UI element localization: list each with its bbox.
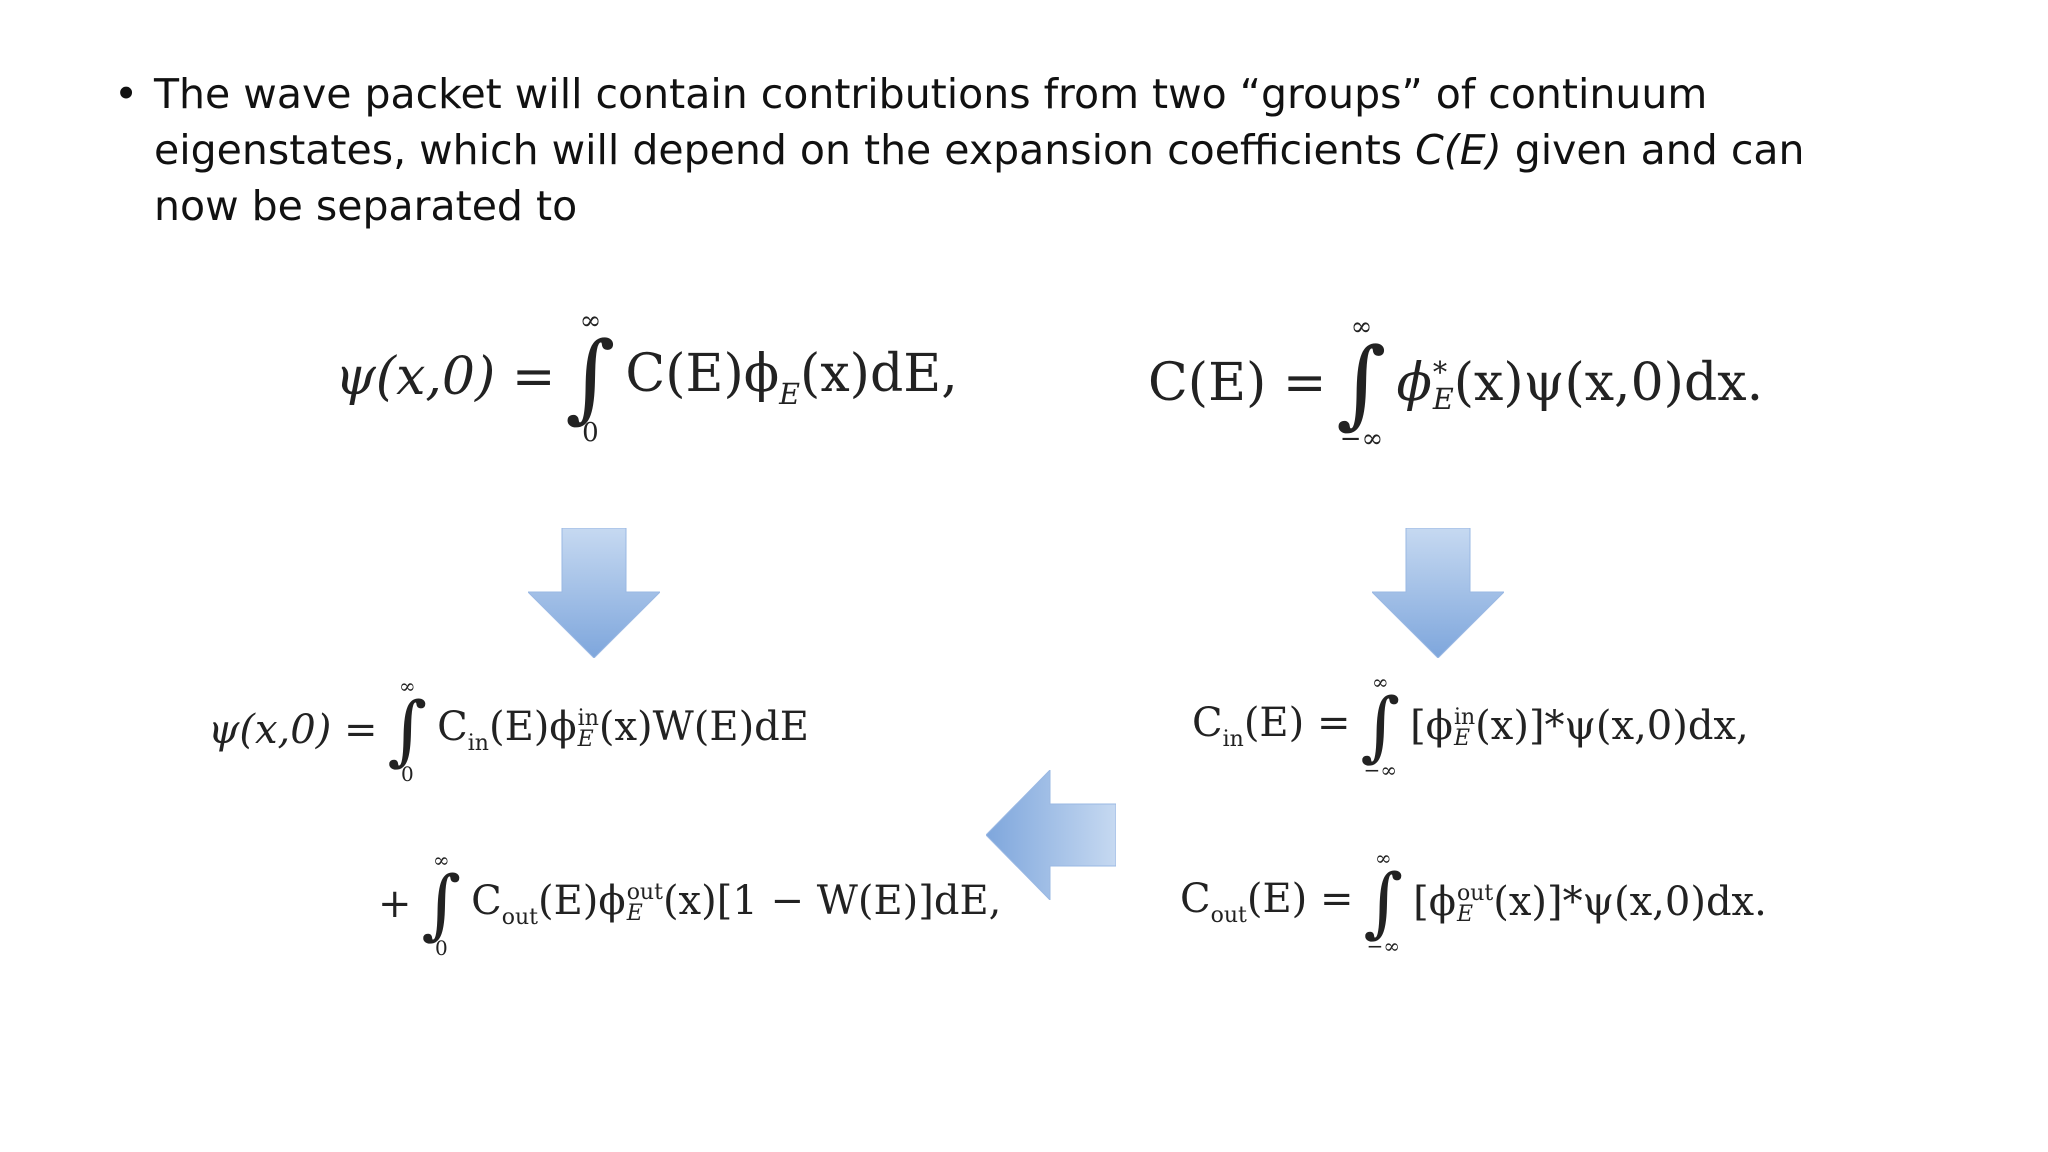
eq-integrand: ϕ*E(x)ψ(x,0)dx. xyxy=(1396,352,1764,417)
integral-sign: ∞ ∫ −∞ xyxy=(1336,312,1387,455)
eq-psi-lhs: ψ(x,0) = xyxy=(208,707,378,754)
bullet-dot: • xyxy=(114,70,139,118)
equation-coefficient: C(E) = ∞ ∫ −∞ ϕ*E(x)ψ(x,0)dx. xyxy=(1148,314,1763,452)
bullet-line-2-italic: C(E) xyxy=(1415,126,1502,174)
eq-psi-lhs: ψ(x,0) = xyxy=(335,347,556,408)
integral-sign: ∞ ∫ 0 xyxy=(565,306,616,449)
down-arrow-icon xyxy=(528,528,660,658)
bullet-line-2-post: given and can xyxy=(1501,126,1805,174)
bullet-line-3: now be separated to xyxy=(154,182,578,230)
bullet-paragraph: • The wave packet will contain contribut… xyxy=(114,66,1914,234)
bullet-line-2-pre: eigenstates, which will depend on the ex… xyxy=(154,126,1416,174)
integral-sign: ∞ ∫ −∞ xyxy=(1360,670,1401,783)
integral-sign: ∞ ∫ 0 xyxy=(421,848,462,961)
down-arrow-icon xyxy=(1372,528,1504,658)
left-arrow-icon xyxy=(986,770,1116,900)
bullet-line-2: eigenstates, which will depend on the ex… xyxy=(154,122,1914,178)
bullet-line-1: The wave packet will contain contributio… xyxy=(154,70,1708,118)
integral-sign: ∞ ∫ 0 xyxy=(387,674,428,787)
plus-sign: + xyxy=(378,881,412,928)
eq-ce-lhs: C(E) = xyxy=(1148,353,1327,414)
eq-cin-lhs: Cin(E) = xyxy=(1192,700,1351,753)
eq-cout-lhs: Cout(E) = xyxy=(1180,876,1354,929)
integral-sign: ∞ ∫ −∞ xyxy=(1363,846,1404,959)
equation-psi-expansion: ψ(x,0) = ∞ ∫ 0 C(E)ϕE(x)dE, xyxy=(335,308,958,446)
eq-integrand: C(E)ϕE(x)dE, xyxy=(625,343,958,411)
